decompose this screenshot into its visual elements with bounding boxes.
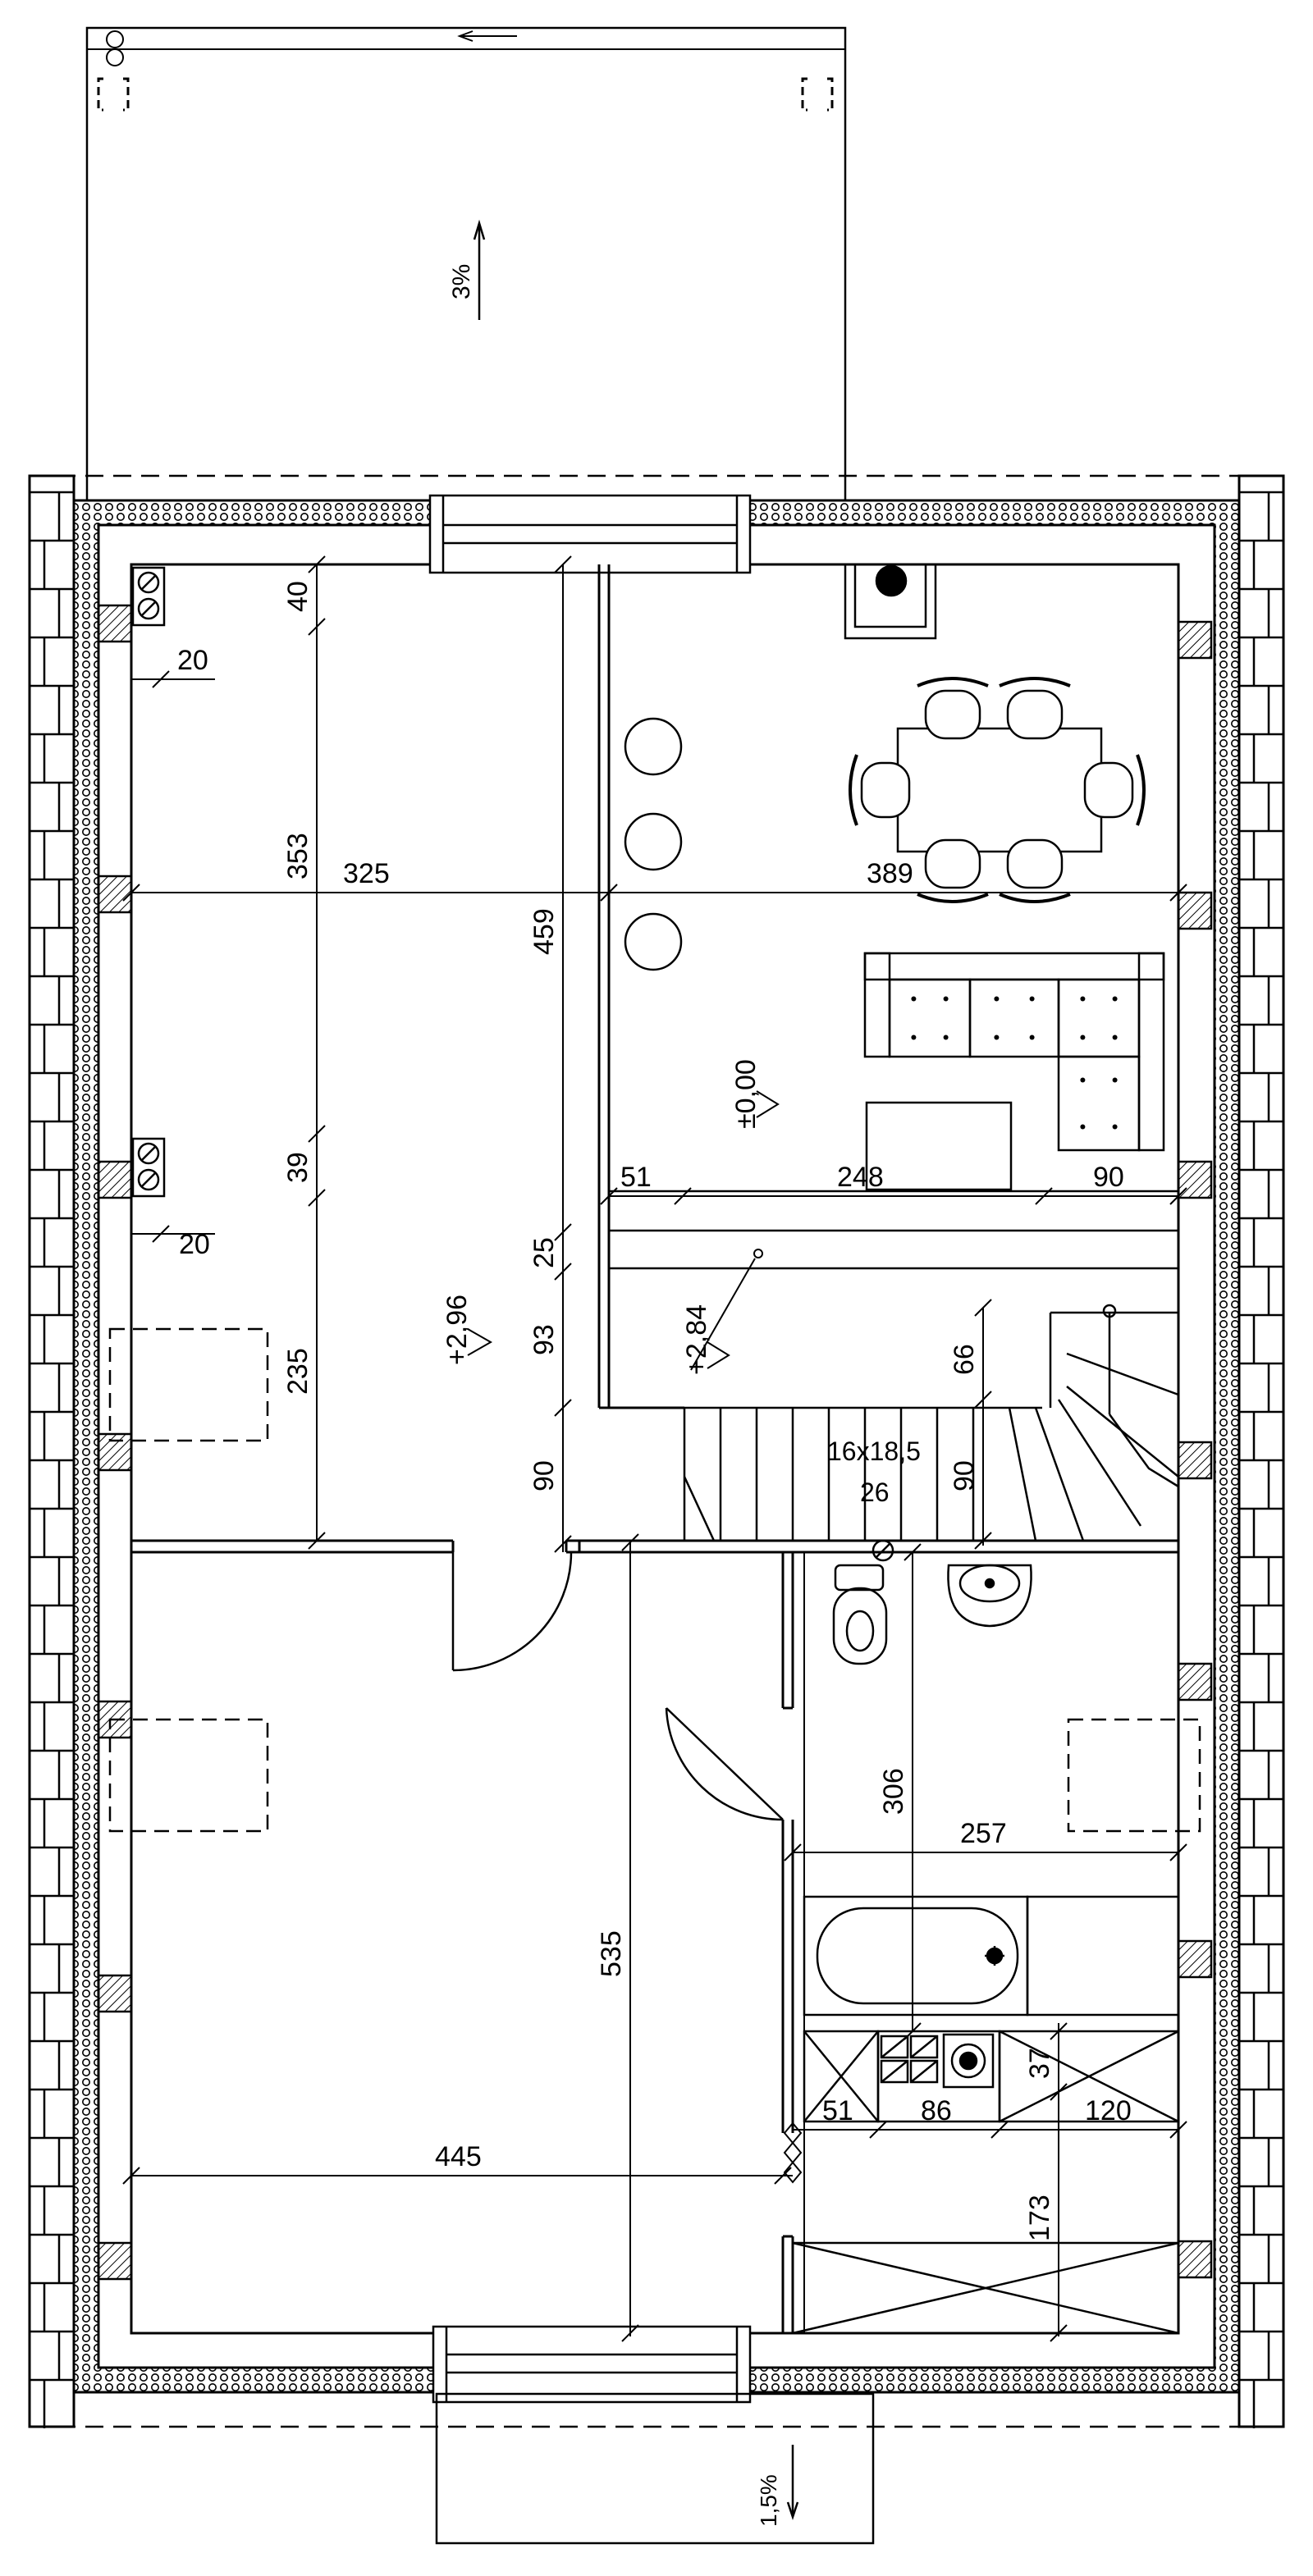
coffee-table: [865, 1101, 1013, 1191]
dim-90c: 90: [949, 1460, 980, 1491]
drain-icon: [106, 30, 124, 48]
interior-walls: [131, 564, 1178, 2333]
bathtub: [803, 1895, 1180, 2016]
dim-445: 445: [435, 2141, 482, 2172]
sofa: [863, 952, 1165, 1152]
stair-step-size: 16x18,5: [827, 1436, 921, 1466]
wall-post: [1177, 891, 1213, 930]
dimension-labels: 40 20 353 325 459 389 39 20 51 248 90 25…: [177, 581, 1132, 2241]
dim-86: 86: [921, 2095, 952, 2126]
dimension-lines: [122, 555, 1187, 2342]
dim-353: 353: [282, 833, 313, 879]
dim-90b: 90: [528, 1460, 560, 1491]
level-landing: +2,84: [681, 1304, 712, 1375]
dim-66: 66: [949, 1344, 980, 1375]
dim-120: 120: [1085, 2095, 1132, 2126]
window-bottom: [432, 2325, 752, 2404]
toilet: [832, 1564, 888, 1665]
wall-post: [1177, 620, 1213, 660]
exterior-walls: [28, 474, 1285, 2428]
door-bedroom: [451, 1551, 573, 1672]
stove: [844, 563, 937, 640]
dim-459: 459: [528, 908, 560, 955]
terrace-slope-label: 3%: [448, 264, 475, 299]
dim-235: 235: [282, 1348, 313, 1395]
dim-25: 25: [528, 1237, 560, 1268]
dim-306: 306: [878, 1768, 909, 1815]
dim-389: 389: [867, 858, 913, 889]
wall-post: [97, 1160, 133, 1199]
stair-tread: 26: [860, 1478, 890, 1507]
dim-51a: 51: [620, 1162, 652, 1193]
washbasin: [947, 1564, 1032, 1628]
stool-icon: [624, 812, 683, 871]
level-ground: ±0,00: [730, 1059, 762, 1129]
dim-325: 325: [343, 858, 390, 889]
wall-post: [1177, 1939, 1213, 1979]
dim-90a: 90: [1093, 1162, 1124, 1193]
dim-51b: 51: [822, 2095, 853, 2126]
wall-post: [1177, 1441, 1213, 1480]
level-markers: [467, 1090, 780, 1369]
dim-20b: 20: [179, 1229, 210, 1260]
stool-icon: [624, 912, 683, 971]
dim-248: 248: [837, 1162, 884, 1193]
dim-40: 40: [282, 581, 313, 612]
utility-cabinets: [791, 2030, 1180, 2335]
level-labels: ±0,00 +2,96 +2,84: [441, 1059, 762, 1375]
dim-173: 173: [1024, 2195, 1055, 2241]
wall-post: [97, 1974, 133, 2013]
door-bathroom: [665, 1707, 784, 1821]
wall-post: [1177, 2240, 1213, 2279]
window-top: [428, 494, 752, 574]
drain-icon: [106, 48, 124, 66]
vents: [131, 566, 894, 1562]
entrance-step: [435, 2392, 875, 2545]
wall-post: [97, 1432, 133, 1472]
dim-257: 257: [960, 1818, 1007, 1849]
wall-post: [97, 875, 133, 914]
stove-icon: [875, 564, 908, 597]
dim-20a: 20: [177, 645, 208, 676]
bar-stools: [624, 717, 683, 971]
level-upper: +2,96: [441, 1295, 473, 1365]
wall-post: [1177, 1662, 1213, 1701]
wall-post: [97, 604, 133, 643]
entrance-slope-label: 1,5%: [756, 2474, 781, 2527]
stool-icon: [624, 717, 683, 776]
roof-windows: [108, 1327, 1201, 1833]
dining-table: [849, 677, 1146, 903]
dim-39: 39: [282, 1152, 313, 1183]
dim-93: 93: [528, 1324, 560, 1355]
dim-37: 37: [1024, 2048, 1055, 2079]
dim-535: 535: [596, 1930, 627, 1977]
staircase: [609, 1190, 1179, 1541]
wall-post: [97, 2241, 133, 2281]
